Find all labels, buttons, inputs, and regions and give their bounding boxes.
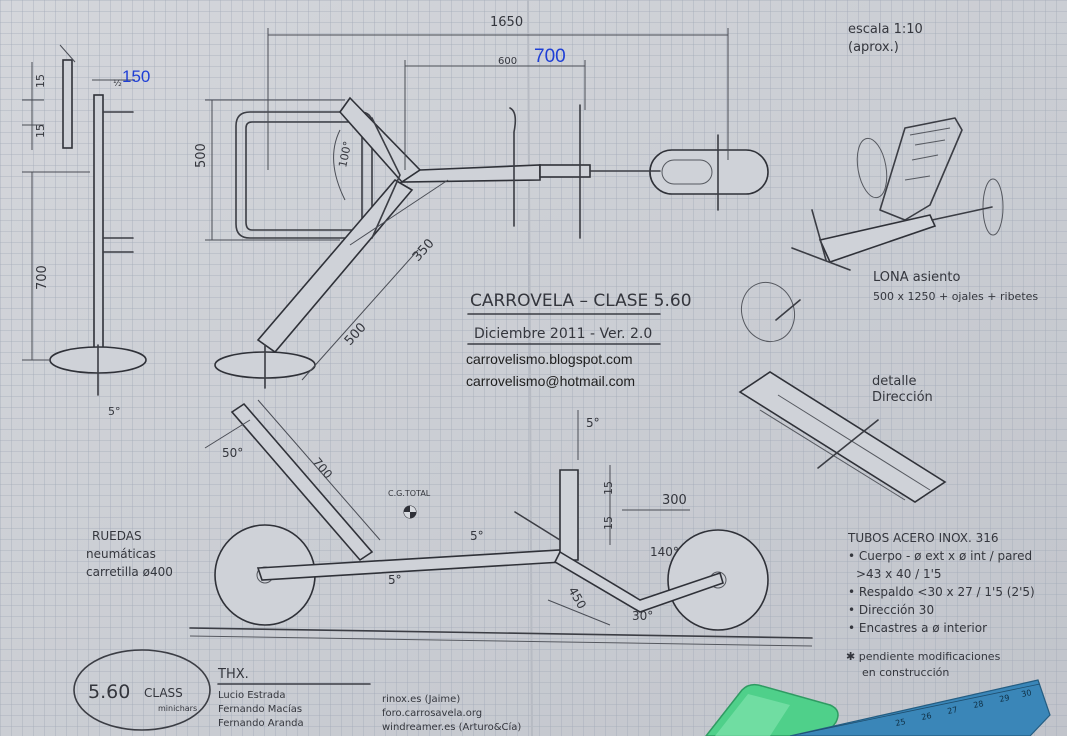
tubes-spec: TUBOS ACERO INOX. 316 • Cuerpo - ø ext x… bbox=[846, 531, 1035, 679]
angle-5-low: 5° bbox=[388, 573, 402, 587]
scale-line-1: escala 1:10 bbox=[848, 22, 923, 37]
thanks-title: THX. bbox=[217, 667, 249, 682]
thanks-name-1: Lucio Estrada bbox=[218, 690, 285, 701]
angle-50: 50° bbox=[222, 446, 243, 460]
drawing-title: CARROVELA – CLASE 5.60 bbox=[470, 291, 692, 311]
angle-side-5: 5° bbox=[108, 405, 121, 418]
pending-line-2: en construcción bbox=[862, 666, 949, 679]
detail-subtitle: Dirección bbox=[872, 390, 933, 405]
thanks-block: THX. Lucio Estrada Fernando Macías Ferna… bbox=[217, 667, 521, 733]
angle-100: 100° bbox=[336, 140, 354, 169]
logo-number: 5.60 bbox=[88, 681, 130, 703]
blog-url: carrovelismo.blogspot.com bbox=[466, 351, 633, 367]
perspective-sketch bbox=[741, 117, 1004, 343]
dim-side-15a: 15 bbox=[34, 74, 47, 88]
cg-label: C.G.TOTAL bbox=[388, 489, 431, 498]
thanks-site-3: windreamer.es (Arturo&Cía) bbox=[382, 721, 521, 733]
wheels-line-3: carretilla ø400 bbox=[86, 565, 173, 579]
dim-height-15b: 15 bbox=[602, 516, 615, 530]
wheels-note: RUEDAS neumáticas carretilla ø400 bbox=[86, 529, 173, 579]
ruler-tick-27: 27 bbox=[947, 705, 959, 716]
logo-sub: minichars bbox=[158, 704, 197, 713]
dim-side-150: 150 bbox=[122, 67, 150, 86]
lona-title: LONA asiento bbox=[873, 270, 960, 285]
dim-front-width-old: 600 bbox=[498, 56, 517, 67]
thanks-site-1: rinox.es (Jaime) bbox=[382, 694, 460, 705]
logo-class: CLASS bbox=[144, 686, 183, 700]
angle-140: 140° bbox=[650, 545, 679, 559]
dim-side-150-old: ½ bbox=[113, 79, 122, 89]
tubes-line-1: • Cuerpo - ø ext x ø int / pared bbox=[848, 549, 1032, 563]
drawing-date: Diciembre 2011 - Ver. 2.0 bbox=[474, 326, 652, 342]
lona-detail: 500 x 1250 + ojales + ribetes bbox=[873, 290, 1038, 303]
dim-height-15a: 15 bbox=[602, 481, 615, 495]
wheels-line-1: RUEDAS bbox=[92, 529, 142, 543]
angle-5-top: 5° bbox=[586, 416, 600, 430]
ruler-tick-30: 30 bbox=[1021, 688, 1033, 699]
ruler-tick-29: 29 bbox=[999, 693, 1011, 704]
wheels-line-2: neumáticas bbox=[86, 547, 156, 561]
side-view: 15 15 700 ½ 150 5° bbox=[22, 44, 150, 418]
dim-seat-500: 500 bbox=[194, 143, 209, 168]
paper-fold bbox=[527, 0, 533, 736]
ruler-tick-28: 28 bbox=[973, 699, 985, 710]
dim-side-15b: 15 bbox=[34, 124, 47, 138]
detail-title: detalle bbox=[872, 374, 917, 389]
dim-len-300: 300 bbox=[662, 493, 687, 508]
tubes-line-5: • Encastres a ø interior bbox=[848, 621, 987, 635]
dim-front-width: 700 bbox=[534, 46, 566, 67]
thanks-site-2: foro.carrosavela.org bbox=[382, 708, 482, 719]
eraser bbox=[705, 683, 839, 736]
title-block: CARROVELA – CLASE 5.60 Diciembre 2011 - … bbox=[466, 291, 692, 389]
pending-line-1: ✱ pendiente modificaciones bbox=[846, 650, 1001, 663]
scale-line-2: (aprox.) bbox=[848, 40, 899, 55]
contact-email: carrovelismo@hotmail.com bbox=[466, 373, 635, 389]
tubes-title: TUBOS ACERO INOX. 316 bbox=[847, 531, 999, 545]
thanks-name-2: Fernando Macías bbox=[218, 703, 302, 715]
scale-note: escala 1:10 (aprox.) bbox=[848, 22, 923, 55]
dim-side-700: 700 bbox=[35, 265, 50, 290]
dim-total-length: 1650 bbox=[490, 15, 523, 30]
tubes-line-3: • Respaldo <30 x 27 / 1'5 (2'5) bbox=[848, 585, 1035, 599]
steering-detail: detalle Dirección bbox=[738, 371, 947, 503]
ruler: 25 26 27 28 29 30 bbox=[789, 679, 1051, 736]
tubes-line-4: • Dirección 30 bbox=[848, 603, 934, 617]
side-elevation: C.G.TOTAL 50° 700 5° 15 15 300 140° 450 … bbox=[189, 399, 813, 647]
ruler-tick-26: 26 bbox=[921, 711, 933, 722]
lona-note: LONA asiento 500 x 1250 + ojales + ribet… bbox=[873, 270, 1038, 303]
angle-5-mid: 5° bbox=[470, 529, 484, 543]
class-logo: 5.60 CLASS minichars bbox=[73, 649, 211, 731]
ruler-tick-25: 25 bbox=[895, 717, 907, 728]
angle-30: 30° bbox=[632, 609, 653, 623]
tubes-line-2: >43 x 40 / 1'5 bbox=[856, 567, 942, 581]
thanks-name-3: Fernando Aranda bbox=[218, 718, 304, 729]
